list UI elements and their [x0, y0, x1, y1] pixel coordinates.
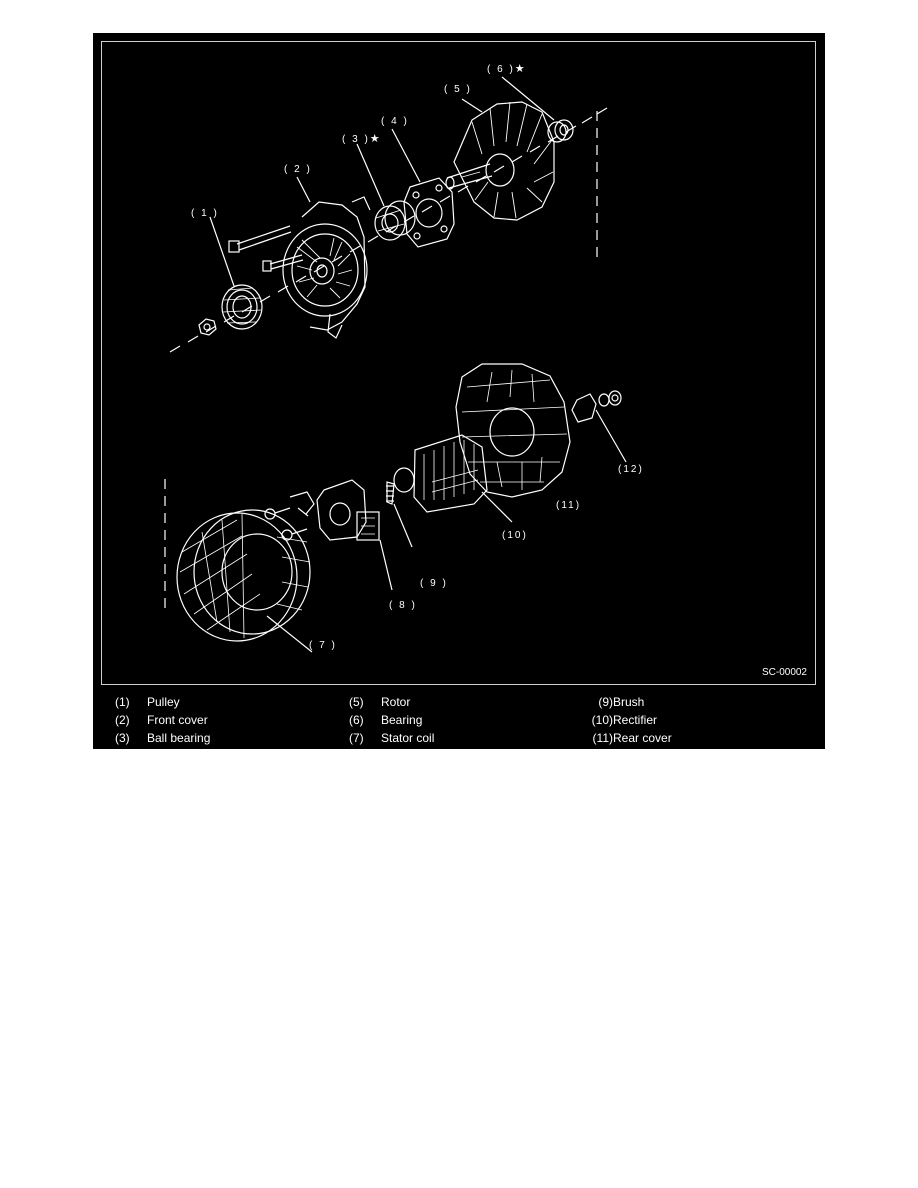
rotor-part	[445, 101, 555, 221]
alternator-exploded-view	[164, 76, 627, 653]
ball-bearing-part	[374, 200, 416, 241]
callout-2: ( 2 )	[284, 164, 312, 175]
front-cover-part	[228, 196, 371, 339]
pulley-part	[198, 284, 263, 336]
figure-code: SC-00002	[761, 667, 807, 678]
bearing-retainer-part	[403, 177, 455, 248]
terminal-part	[571, 390, 627, 463]
callout-5: ( 5 )	[444, 84, 472, 95]
stator-coil-part	[176, 509, 313, 653]
callout-9: ( 9 )	[420, 578, 448, 589]
callout-12: (12)	[618, 464, 644, 475]
callout-3: ( 3 )★	[342, 133, 380, 145]
star-icon: ★	[514, 63, 525, 75]
parts-legend: (1)Pulley (2)Front cover (3)Ball bearing…	[115, 695, 672, 763]
callout-1: ( 1 )	[191, 208, 219, 219]
star-icon: ★	[369, 133, 380, 145]
callout-11: (11)	[556, 500, 582, 511]
drawing-frame: ( 1 ) ( 2 ) ( 3 )★ ( 4 ) ( 5 ) ( 6 )★ ( …	[101, 41, 816, 685]
ic-regulator-part	[264, 479, 393, 591]
callout-6: ( 6 )★	[487, 63, 525, 75]
bearing-part	[547, 119, 574, 143]
brush-part	[386, 467, 415, 548]
rear-cover-part	[455, 363, 571, 498]
assembly-centerline-upper	[169, 107, 608, 353]
callout-10: (10)	[502, 530, 528, 541]
exploded-diagram-figure: ( 1 ) ( 2 ) ( 3 )★ ( 4 ) ( 5 ) ( 6 )★ ( …	[93, 33, 825, 763]
callout-8: ( 8 )	[389, 600, 417, 611]
rectifier-part	[413, 434, 513, 523]
callout-7: ( 7 )	[309, 640, 337, 651]
callout-4: ( 4 )	[381, 116, 409, 127]
